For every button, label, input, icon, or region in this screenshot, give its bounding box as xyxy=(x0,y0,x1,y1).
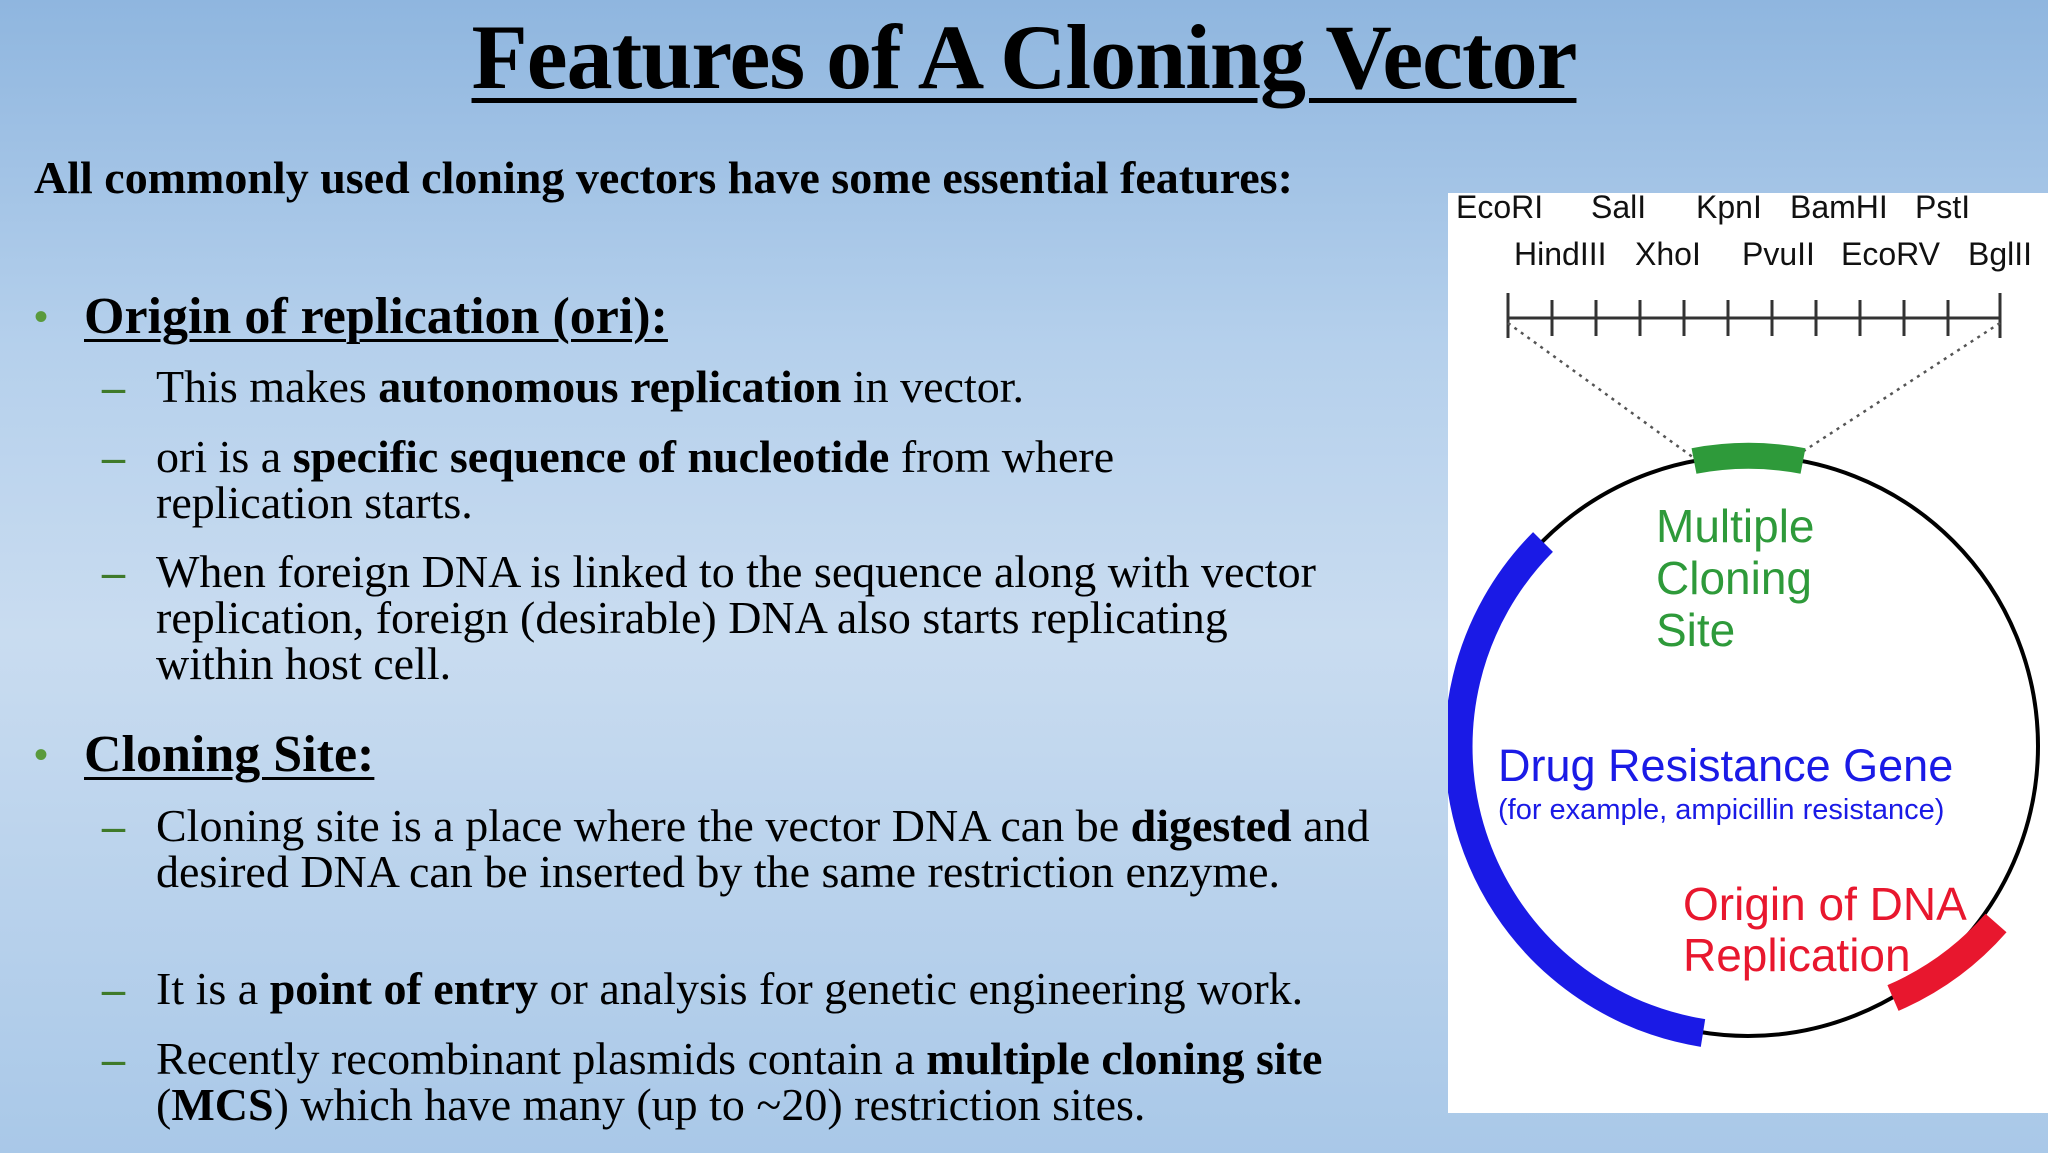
bold-term: digested xyxy=(1130,800,1292,851)
drug-resistance-segment xyxy=(1448,532,1706,1047)
list-item-text: This makes autonomous replication in vec… xyxy=(156,361,1025,412)
ori-label: Origin of DNA xyxy=(1683,878,1967,930)
site-label: EcoRI xyxy=(1456,193,1543,225)
intro-text: All commonly used cloning vectors have s… xyxy=(34,152,1293,203)
dash-marker: – xyxy=(102,800,125,851)
dash-marker: – xyxy=(102,431,125,482)
site-label: BglII xyxy=(1968,236,2032,272)
bold-term: MCS xyxy=(171,1079,274,1130)
zoom-lines xyxy=(1507,321,2001,460)
list-item-text: Cloning site is a place where the vector… xyxy=(156,800,1370,897)
mcs-label: Cloning xyxy=(1656,552,1812,604)
site-label: HindIII xyxy=(1514,236,1606,272)
bold-term: specific sequence of nucleotide xyxy=(292,431,890,482)
dash-marker: – xyxy=(102,963,125,1014)
slide-title: Features of A Cloning Vector xyxy=(471,6,1578,108)
mcs-label: Site xyxy=(1656,604,1735,656)
site-label: PvuII xyxy=(1742,236,1815,272)
drug-resistance-label: Drug Resistance Gene xyxy=(1498,740,1953,791)
bullet-dot: • xyxy=(34,294,49,339)
list-item-text: Recently recombinant plasmids contain a … xyxy=(156,1033,1323,1130)
plasmid-map: EcoRI SalI KpnI BamHI PstI HindIII XhoI … xyxy=(1448,193,2040,1047)
bold-term: autonomous replication xyxy=(378,361,842,412)
mcs-label: Multiple xyxy=(1656,500,1815,552)
drug-resistance-sublabel: (for example, ampicillin resistance) xyxy=(1498,794,1944,826)
bold-term: multiple cloning site xyxy=(926,1033,1323,1084)
site-label: EcoRV xyxy=(1841,236,1941,272)
ori-segment xyxy=(1887,913,2007,1011)
site-label: KpnI xyxy=(1696,193,1762,225)
list-item-text: When foreign DNA is linked to the sequen… xyxy=(156,546,1316,689)
site-label: BamHI xyxy=(1790,193,1888,225)
dash-marker: – xyxy=(102,1033,125,1084)
site-label: SalI xyxy=(1591,193,1646,225)
site-label: XhoI xyxy=(1635,236,1701,272)
mcs-ruler xyxy=(1506,293,2002,338)
bullet-dot: • xyxy=(34,732,49,777)
list-item-text: It is a point of entry or analysis for g… xyxy=(156,963,1304,1014)
bold-term: point of entry xyxy=(269,963,539,1014)
section-heading-text: Origin of replication (ori): xyxy=(84,288,668,345)
site-label: PstI xyxy=(1915,193,1970,225)
dash-marker: – xyxy=(102,546,125,597)
ori-label: Replication xyxy=(1683,929,1911,981)
cloning-vector-diagram: EcoRI SalI KpnI BamHI PstI HindIII XhoI … xyxy=(1448,193,2048,1113)
dash-marker: – xyxy=(102,361,125,412)
mcs-segment xyxy=(1691,442,1806,474)
section-heading-text: Cloning Site: xyxy=(84,726,375,783)
list-item-text: ori is a specific sequence of nucleotide… xyxy=(156,431,1115,528)
